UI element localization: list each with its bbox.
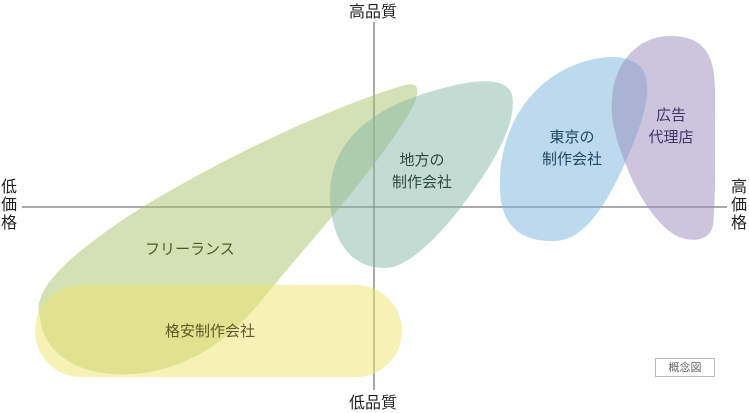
axis-label-high-price-char-1: 価: [730, 195, 747, 214]
axis-label-low-price-char-0: 低: [0, 177, 17, 196]
label-local-studio-line2: 制作会社: [391, 173, 452, 191]
label-ad-agency: 広告 代理店: [647, 104, 695, 148]
label-freelance: フリーランス: [145, 240, 235, 258]
axis-label-high-price-char-2: 格: [730, 213, 747, 232]
region-local-studio: [329, 81, 513, 269]
label-local-studio-line1: 地方の: [399, 151, 445, 169]
label-tokyo-studio: 東京の 制作会社: [533, 126, 611, 170]
label-budget-studio: 格安制作会社: [165, 322, 256, 340]
label-tokyo-studio-line2: 制作会社: [541, 150, 602, 168]
concept-diagram-note: 概念図: [655, 358, 715, 377]
region-budget-studio: [35, 285, 402, 377]
label-tokyo-studio-line1: 東京の: [549, 128, 595, 146]
axis-label-low-price: 低価格: [0, 178, 18, 232]
region-ad-agency: [611, 36, 716, 240]
axis-label-low-quality: 低品質: [349, 393, 398, 412]
axis-label-high-quality: 高品質: [349, 2, 398, 21]
region-tokyo-studio: [499, 57, 648, 242]
axis-label-high-price-char-0: 高: [730, 177, 747, 196]
label-local-studio: 地方の 制作会社: [383, 149, 461, 193]
axis-label-high-price: 高価格: [730, 178, 748, 232]
label-ad-agency-line2: 代理店: [648, 128, 694, 146]
axis-label-low-price-char-2: 格: [0, 213, 17, 232]
axis-label-low-price-char-1: 価: [0, 195, 17, 214]
label-ad-agency-line1: 広告: [655, 106, 686, 124]
